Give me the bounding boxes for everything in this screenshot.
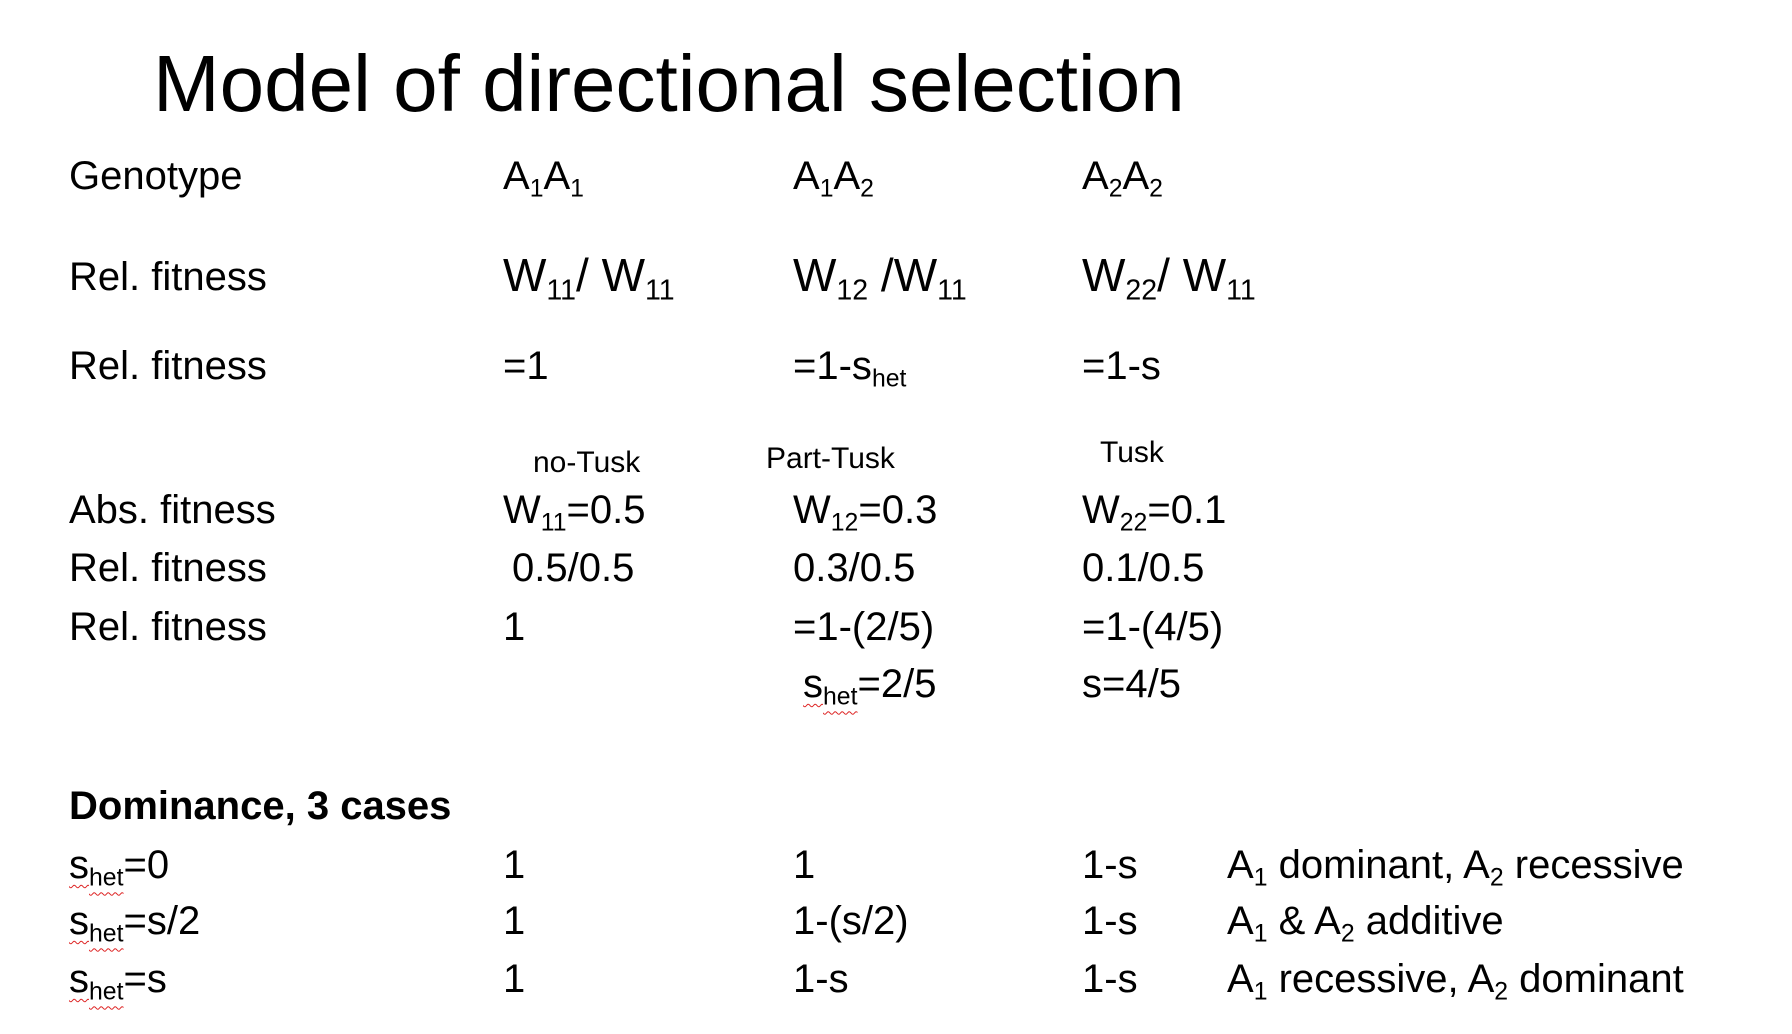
slide-title: Model of directional selection <box>153 39 1185 128</box>
s-het-value: shet=2/5 <box>803 662 937 711</box>
abs-w22: W22=0.1 <box>1082 488 1227 537</box>
case-a2a2: 1-s <box>1082 843 1138 887</box>
case-condition: shet=0 <box>69 843 170 892</box>
rel-val-a1a2: =1-(2/5) <box>793 605 935 649</box>
case-a1a1: 1 <box>503 957 526 1001</box>
row-label-rel-fitness: Rel. fitness <box>69 344 267 388</box>
case-condition: shet=s/2 <box>69 899 201 948</box>
abs-w12: W12=0.3 <box>793 488 938 537</box>
s-value: s=4/5 <box>1082 662 1181 706</box>
rel-num-a1a1: 0.5/0.5 <box>512 546 635 590</box>
case-a1a2: 1-s <box>793 957 849 1001</box>
case-a1a2: 1 <box>793 843 816 887</box>
rel-a1a1: =1 <box>503 344 549 388</box>
rel-val-a1a1: 1 <box>503 605 526 649</box>
case-a2a2: 1-s <box>1082 957 1138 1001</box>
row-label-abs-fitness: Abs. fitness <box>69 488 276 532</box>
ratio-w11: W11/ W11 <box>503 249 675 307</box>
phenotype-tusk: Tusk <box>1100 436 1164 469</box>
case-a1a1: 1 <box>503 899 526 943</box>
genotype-a1a1: A1A1 <box>503 154 584 203</box>
case-condition: shet=s <box>69 957 167 1006</box>
rel-a2a2: =1-s <box>1082 344 1161 388</box>
row-label-genotype: Genotype <box>69 154 243 198</box>
case-a1a1: 1 <box>503 843 526 887</box>
case-description: A1 recessive, A2 dominant <box>1227 957 1684 1006</box>
abs-w11: W11=0.5 <box>503 488 646 537</box>
dominance-heading: Dominance, 3 cases <box>69 784 452 828</box>
rel-num-a1a2: 0.3/0.5 <box>793 546 916 590</box>
ratio-w12: W12 /W11 <box>793 249 967 307</box>
row-label-rel-fitness: Rel. fitness <box>69 546 267 590</box>
phenotype-part-tusk: Part-Tusk <box>766 442 895 475</box>
ratio-w22: W22/ W11 <box>1082 249 1256 307</box>
case-description: A1 dominant, A2 recessive <box>1227 843 1684 892</box>
case-description: A1 & A2 additive <box>1227 899 1504 948</box>
rel-val-a2a2: =1-(4/5) <box>1082 605 1224 649</box>
phenotype-no-tusk: no-Tusk <box>533 446 641 479</box>
rel-num-a2a2: 0.1/0.5 <box>1082 546 1205 590</box>
row-label-rel-fitness: Rel. fitness <box>69 605 267 649</box>
row-label-rel-fitness: Rel. fitness <box>69 255 267 299</box>
genotype-a1a2: A1A2 <box>793 154 874 203</box>
case-a2a2: 1-s <box>1082 899 1138 943</box>
genotype-a2a2: A2A2 <box>1082 154 1163 203</box>
rel-a1a2: =1-shet <box>793 344 907 393</box>
case-a1a2: 1-(s/2) <box>793 899 909 943</box>
